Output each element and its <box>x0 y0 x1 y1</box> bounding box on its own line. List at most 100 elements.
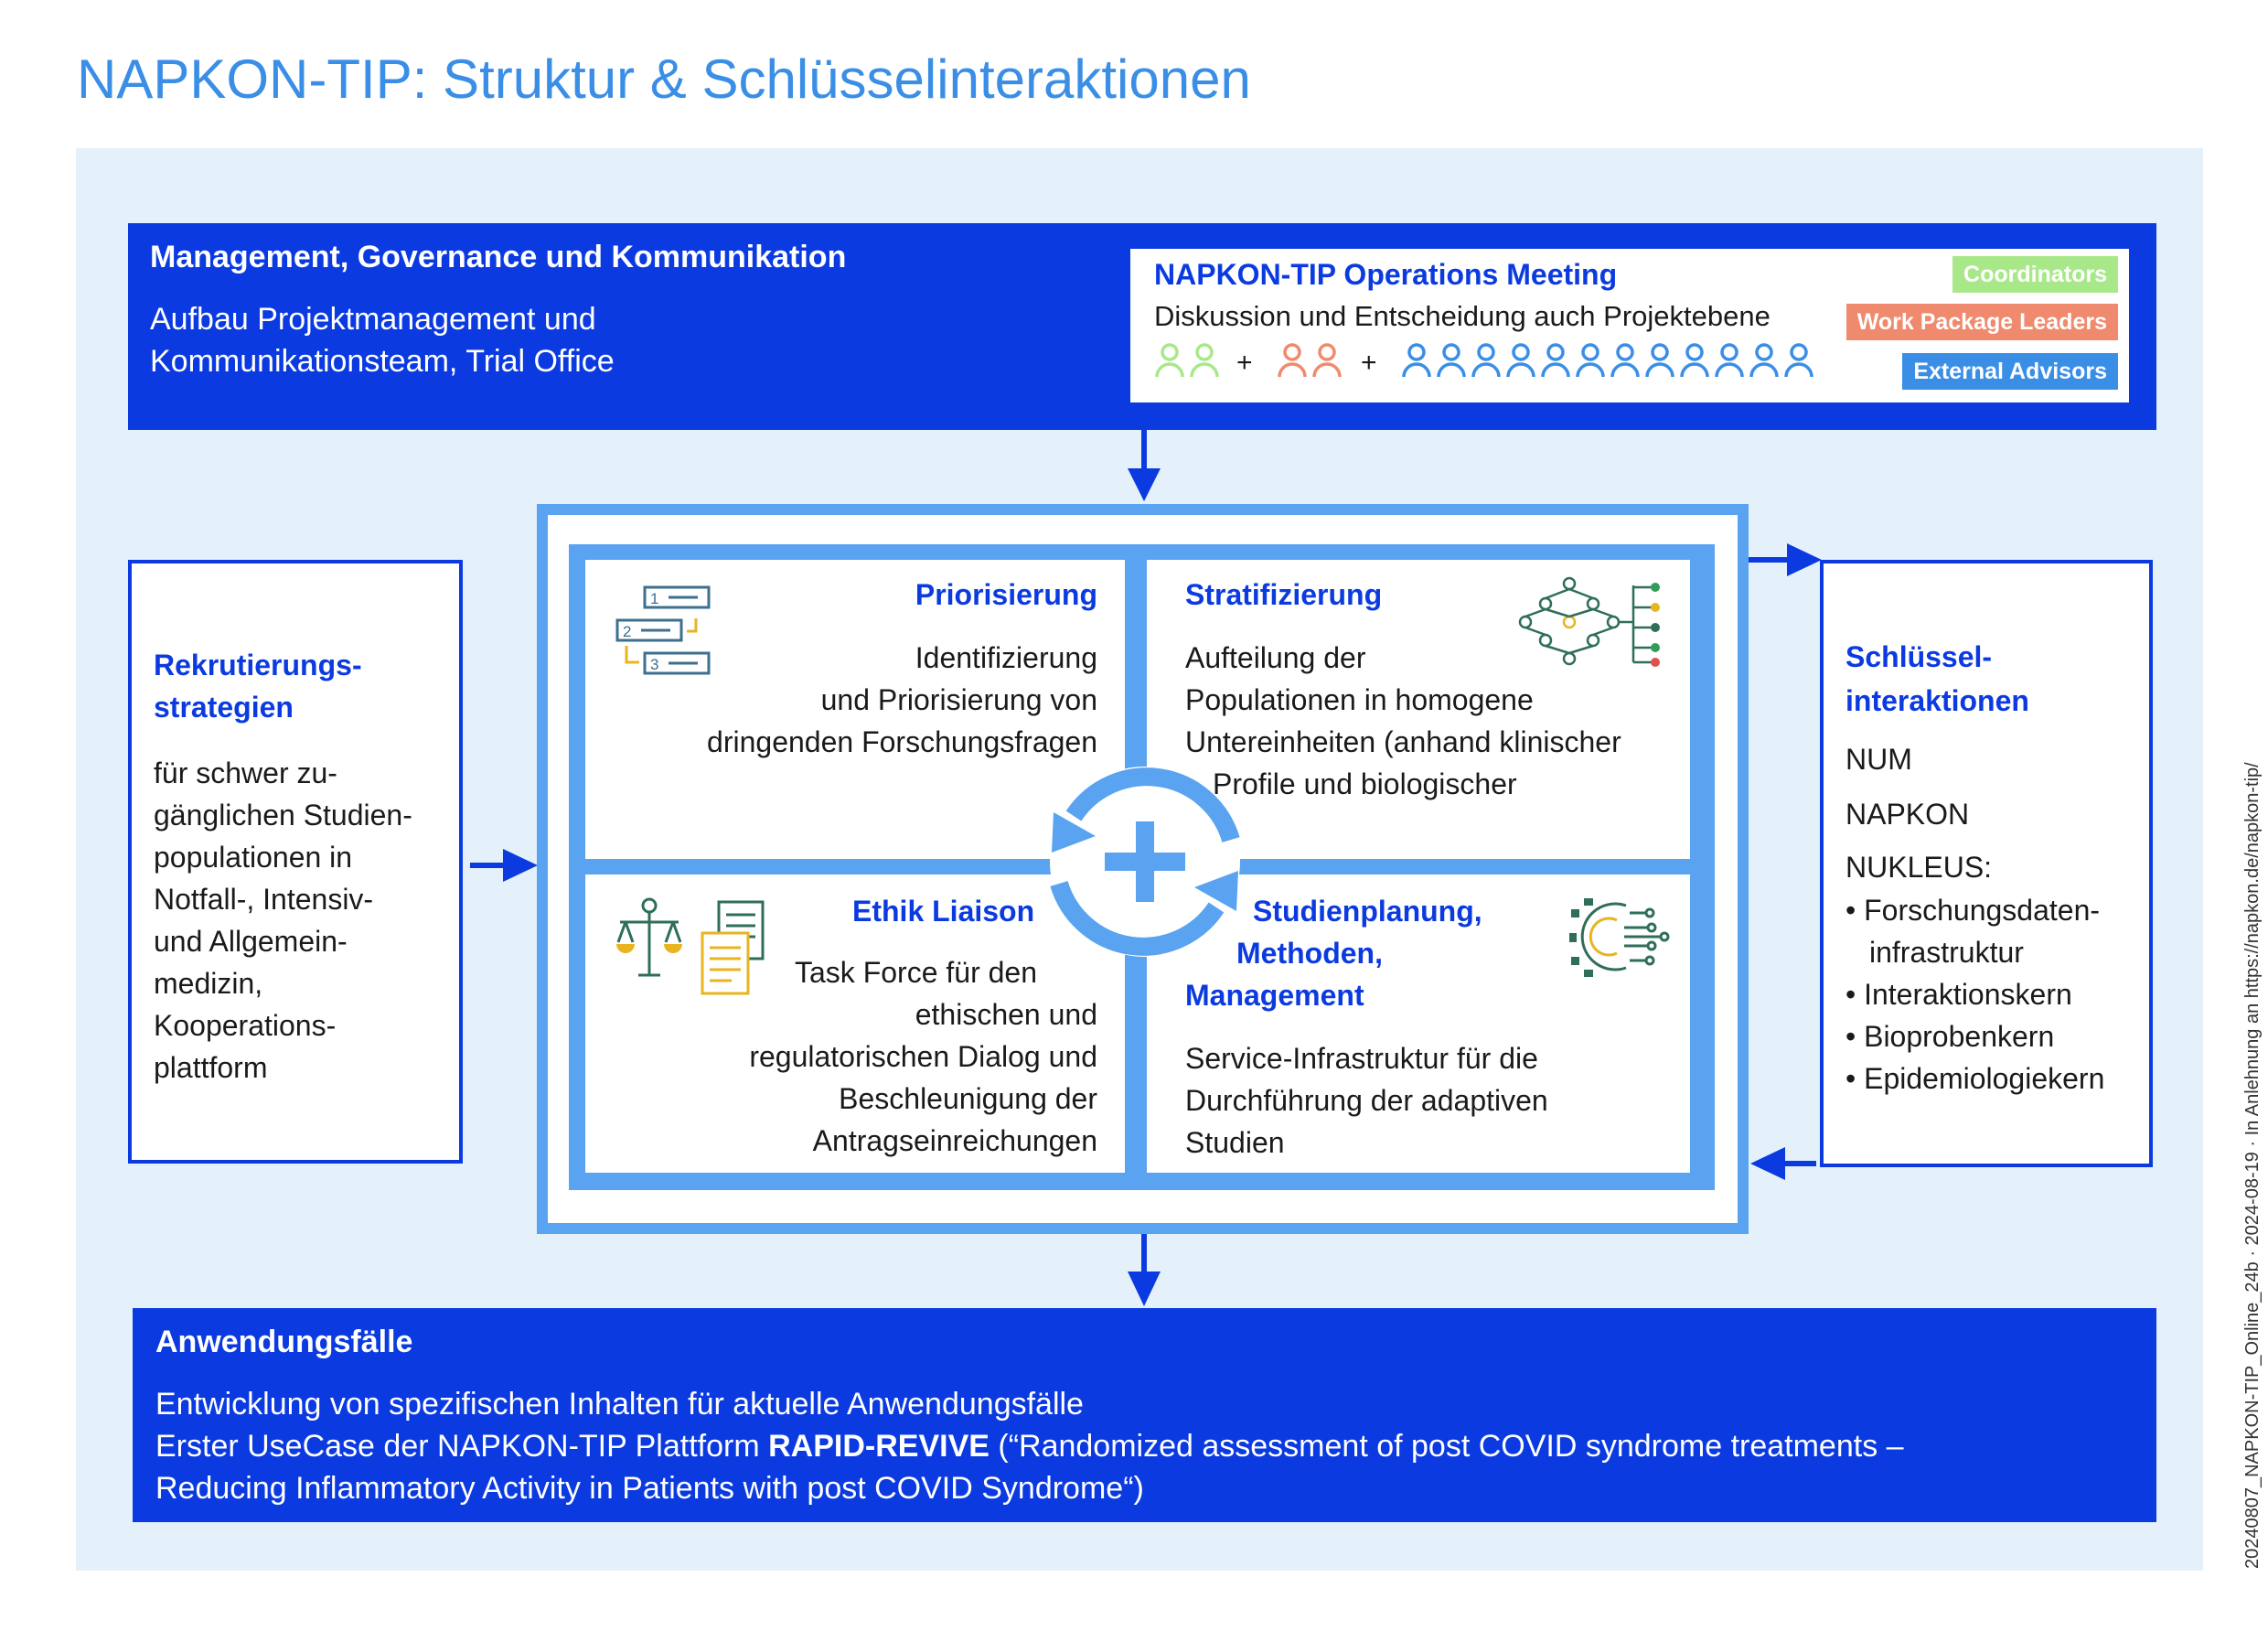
recruitment-line: für schwer zu- <box>154 756 337 789</box>
recruitment-heading: Rekrutierungs- strategien <box>154 644 362 728</box>
text-line: Studien <box>1185 1126 1285 1159</box>
key-interactions-heading: Schlüssel- interaktionen <box>1845 635 2029 723</box>
external-advisor-person-icon <box>1471 343 1501 378</box>
external-advisor-person-icon <box>1576 343 1605 378</box>
external-advisor-person-icon <box>1680 343 1709 378</box>
study-planning-text: Service-Infrastruktur für die Durchführu… <box>1185 1037 1548 1164</box>
ranked-list-icon: 1 2 3 <box>615 585 711 675</box>
use-case-name: RAPID-REVIVE <box>768 1429 990 1464</box>
recruitment-strategies-box: Rekrutierungs- strategien für schwer zu-… <box>128 560 463 1164</box>
rank-label: 2 <box>623 623 631 640</box>
prioritization-heading: Priorisierung <box>915 578 1097 611</box>
study-planning-heading-line: Studienplanung, <box>1253 895 1482 928</box>
recruitment-line: populationen in <box>154 841 353 874</box>
key-interactions-heading-line: interaktionen <box>1845 684 2029 717</box>
ethics-quadrant: Ethik Liaison Task Force für den ethisch… <box>585 875 1125 1173</box>
text-line: Task Force für den <box>795 956 1037 989</box>
stratification-text: Aufteilung der Populationen in homogene … <box>1185 637 1621 805</box>
text-line: Beschleunigung der <box>839 1082 1097 1115</box>
rank-label: 1 <box>650 590 658 607</box>
external-advisor-person-icon <box>1541 343 1570 378</box>
recruitment-heading-line: strategien <box>154 691 294 724</box>
text-line: ethischen und <box>915 998 1097 1031</box>
coordinator-person-icon <box>1155 343 1184 378</box>
page-title: NAPKON-TIP: Struktur & Schlüsselinterakt… <box>77 48 1251 110</box>
text-line: Identifizierung <box>915 641 1097 674</box>
key-interaction-bullets: • Forschungsdaten- infrastruktur • Inter… <box>1845 889 2104 1100</box>
external-advisor-person-icon <box>1645 343 1674 378</box>
plus-sign: + <box>1361 348 1377 378</box>
plus-sign: + <box>1236 348 1253 378</box>
study-planning-quadrant: Studienplanung, Methoden, Management Ser… <box>1147 875 1690 1173</box>
key-interactions-heading-line: Schlüssel- <box>1845 640 1993 673</box>
text-line: und Priorisierung von <box>820 683 1097 716</box>
bullet-item: • Bioprobenkern <box>1845 1020 2055 1053</box>
text-line: Untereinheiten (anhand klinischer <box>1185 725 1621 758</box>
external-advisors-badge: External Advisors <box>1902 353 2118 390</box>
management-heading: Management, Governance und Kommunikation <box>150 240 847 274</box>
stratification-heading: Stratifizierung <box>1185 578 1383 611</box>
use-cases-line: Reducing Inflammatory Activity in Patien… <box>155 1471 1144 1506</box>
operations-meeting-heading: NAPKON-TIP Operations Meeting <box>1154 258 1618 291</box>
management-description: Aufbau Projektmanagement und Kommunikati… <box>150 298 615 382</box>
work-package-leaders-badge: Work Package Leaders <box>1845 304 2118 340</box>
use-case-text: (“Randomized assessment of post COVID sy… <box>989 1429 1904 1464</box>
management-line: Aufbau Projektmanagement und <box>150 302 596 337</box>
coordinators-badge: Coordinators <box>1952 256 2118 293</box>
bullet-item: • Forschungsdaten- <box>1845 894 2101 927</box>
key-interactions-box: Schlüssel- interaktionen NUM NAPKON NUKL… <box>1820 560 2153 1167</box>
key-interaction-item: NAPKON <box>1845 798 1970 831</box>
text-line: Aufteilung der <box>1185 641 1366 674</box>
gear-circuit-icon <box>1569 898 1670 977</box>
recruitment-line: plattform <box>154 1051 268 1084</box>
population-network-icon <box>1518 576 1660 667</box>
use-cases-heading: Anwendungsfälle <box>155 1325 413 1359</box>
external-advisor-person-icon <box>1749 343 1779 378</box>
prioritization-text: Identifizierung und Priorisierung von dr… <box>707 637 1097 763</box>
use-cases-box: Anwendungsfälle Entwicklung von spezifis… <box>133 1308 2156 1522</box>
text-line: regulatorischen Dialog und <box>749 1040 1097 1073</box>
study-planning-heading-line: Methoden, <box>1236 937 1383 970</box>
operations-meeting-box: NAPKON-TIP Operations Meeting Diskussion… <box>1130 249 2129 402</box>
external-advisor-person-icon <box>1402 343 1431 378</box>
management-line: Kommunikationsteam, Trial Office <box>150 344 615 379</box>
key-interaction-item: NUKLEUS: <box>1845 851 1993 884</box>
work-package-leader-person-icon <box>1312 343 1342 378</box>
recruitment-text: für schwer zu- gänglichen Studien- popul… <box>154 752 412 1089</box>
coordinator-person-icon <box>1190 343 1219 378</box>
operations-meeting-description: Diskussion und Entscheidung auch Projekt… <box>1154 300 1771 332</box>
external-advisor-person-icon <box>1610 343 1640 378</box>
recruitment-line: und Allgemein- <box>154 925 348 958</box>
prioritization-quadrant: Priorisierung Identifizierung und Priori… <box>585 560 1125 859</box>
scales-documents-icon <box>616 897 765 995</box>
external-advisor-person-icon <box>1437 343 1466 378</box>
ethics-heading: Ethik Liaison <box>852 895 1035 928</box>
recruitment-line: Notfall-, Intensiv- <box>154 883 374 916</box>
use-cases-line: Erster UseCase der NAPKON-TIP Plattform … <box>155 1429 1904 1465</box>
recruitment-line: gänglichen Studien- <box>154 799 412 832</box>
bullet-item: infrastruktur <box>1869 936 2024 969</box>
recruitment-line: Kooperations- <box>154 1009 337 1042</box>
use-cases-line: Entwicklung von spezifischen Inhalten fü… <box>155 1387 1084 1422</box>
ethics-text: Task Force für den ethischen und regulat… <box>749 951 1097 1162</box>
external-advisor-person-icon <box>1506 343 1535 378</box>
cycle-plus-icon <box>1050 767 1240 957</box>
work-package-leader-person-icon <box>1278 343 1307 378</box>
external-advisor-person-icon <box>1715 343 1744 378</box>
source-note: 20240807_NAPKON-TIP_Online_24b · 2024-08… <box>2242 762 2263 1569</box>
text-line: Populationen in homogene <box>1185 683 1534 716</box>
bullet-item: • Epidemiologiekern <box>1845 1062 2105 1095</box>
text-line: Durchführung der adaptiven <box>1185 1084 1548 1117</box>
text-line: dringenden Forschungsfragen <box>707 725 1097 758</box>
external-advisor-person-icon <box>1784 343 1813 378</box>
stratification-quadrant: Stratifizierung Aufteilung der Populatio… <box>1147 560 1690 859</box>
recruitment-heading-line: Rekrutierungs- <box>154 649 362 681</box>
rank-label: 3 <box>650 656 658 673</box>
bullet-item: • Interaktionskern <box>1845 978 2072 1011</box>
text-line: Antragseinreichungen <box>812 1124 1097 1157</box>
use-case-text: Erster UseCase der NAPKON-TIP Plattform <box>155 1429 769 1464</box>
recruitment-line: medizin, <box>154 967 263 1000</box>
key-interaction-item: NUM <box>1845 743 1912 776</box>
text-line: Service-Infrastruktur für die <box>1185 1042 1538 1075</box>
